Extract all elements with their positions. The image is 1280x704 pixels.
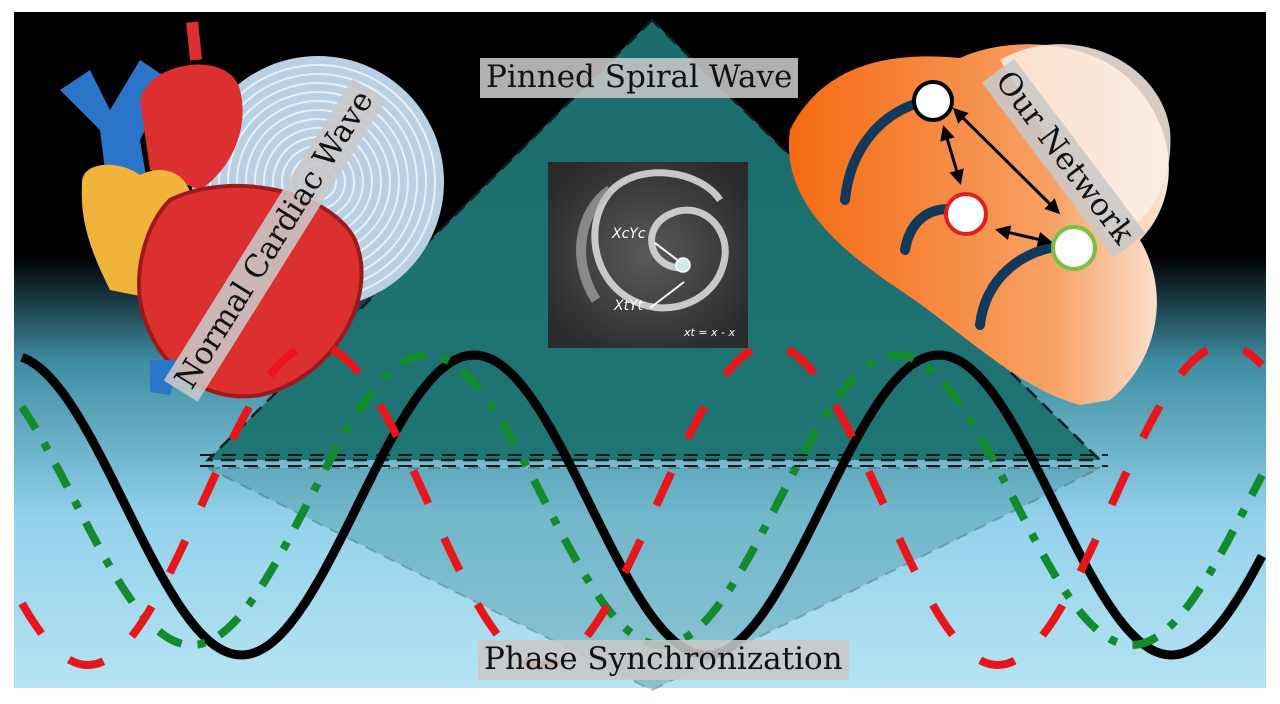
wave-black — [20, 350, 1266, 660]
pointer-center — [654, 242, 681, 263]
network-blob-icon — [788, 44, 1171, 406]
arrow-white-green — [952, 107, 1061, 215]
wave-red — [18, 340, 1265, 670]
heart-aorta — [140, 64, 243, 190]
network-blob-highlight — [1000, 44, 1171, 240]
inset-label-formula: xt = x - x — [684, 326, 736, 339]
inset-label-center: XcYc — [612, 226, 646, 242]
node-white — [912, 80, 954, 122]
arrow-red-green — [995, 225, 1053, 247]
inset-label-tip: XtYt — [614, 298, 644, 314]
spiral-wave-icon — [548, 162, 748, 348]
triangle-reflection — [207, 467, 1101, 692]
label-phase-synchronization: Phase Synchronization — [478, 640, 849, 680]
spiral-glow — [576, 185, 614, 303]
aorta-branch — [186, 21, 203, 61]
node-green — [1051, 225, 1097, 271]
node-red — [944, 192, 988, 236]
label-pinned-spiral-wave: Pinned Spiral Wave — [480, 58, 799, 98]
spiral-curve — [591, 169, 729, 312]
pointer-tip — [649, 281, 685, 309]
wave-green — [18, 350, 1266, 650]
